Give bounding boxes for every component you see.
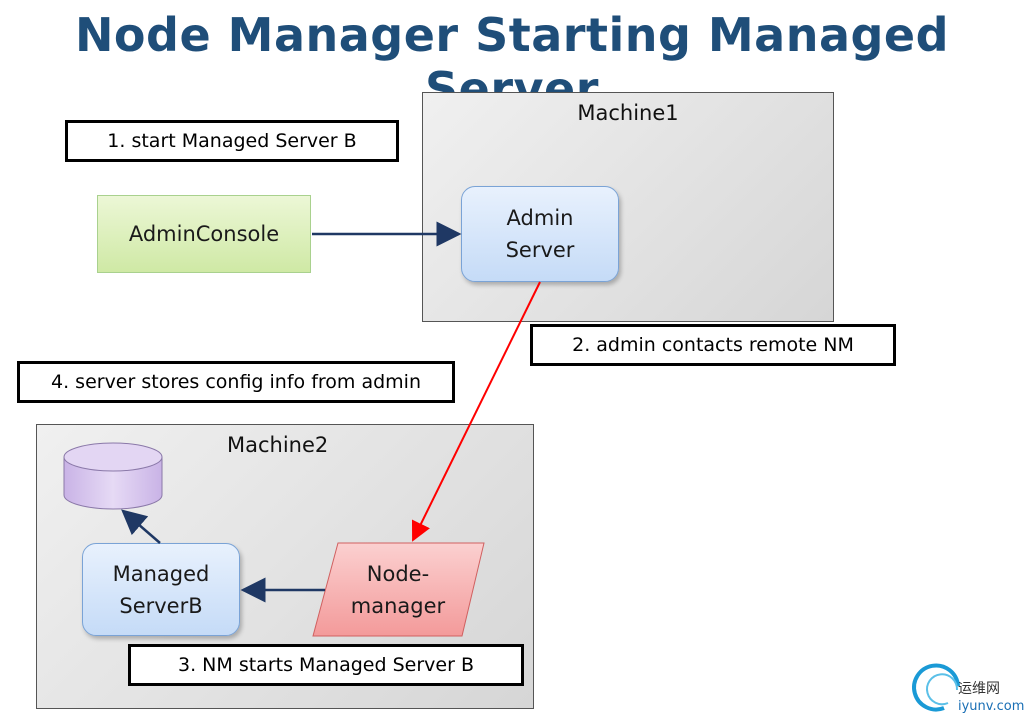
admin-server-label-line2: Server — [505, 238, 575, 262]
node-manager-text: Node- manager — [320, 543, 476, 636]
watermark-text: 运维网 iyunv.com — [958, 680, 1024, 716]
node-manager-label-line2: manager — [350, 593, 446, 618]
node-manager-label-line1: Node- — [366, 561, 430, 586]
machine2-label: Machine2 — [227, 433, 329, 457]
watermark-line2: iyunv.com — [958, 699, 1024, 714]
watermark-logo-icon — [912, 663, 960, 712]
machine1-label: Machine1 — [577, 101, 679, 125]
admin-server-label-line1: Admin — [506, 206, 574, 230]
watermark-line1: 运维网 — [958, 681, 1000, 697]
admin-server-box: Admin Server — [461, 186, 619, 282]
step3-note: 3. NM starts Managed Server B — [128, 644, 524, 686]
admin-console-label: AdminConsole — [128, 222, 280, 246]
node-manager-shape — [312, 542, 485, 637]
diagram-title: Node Manager Starting Managed Server — [74, 8, 950, 116]
arrow-admin-to-nodemanager — [411, 281, 541, 542]
step4-note: 4. server stores config info from admin — [17, 361, 455, 403]
arrow-managed-to-database — [121, 509, 161, 544]
step2-note: 2. admin contacts remote NM — [530, 324, 896, 366]
managed-server-label-line2: ServerB — [119, 593, 203, 618]
step1-note: 1. start Managed Server B — [65, 120, 399, 162]
managed-server-box: Managed ServerB — [82, 543, 240, 636]
admin-console-box: AdminConsole — [97, 195, 311, 273]
managed-server-label-line1: Managed — [112, 561, 210, 586]
config-database-icon — [63, 442, 163, 510]
